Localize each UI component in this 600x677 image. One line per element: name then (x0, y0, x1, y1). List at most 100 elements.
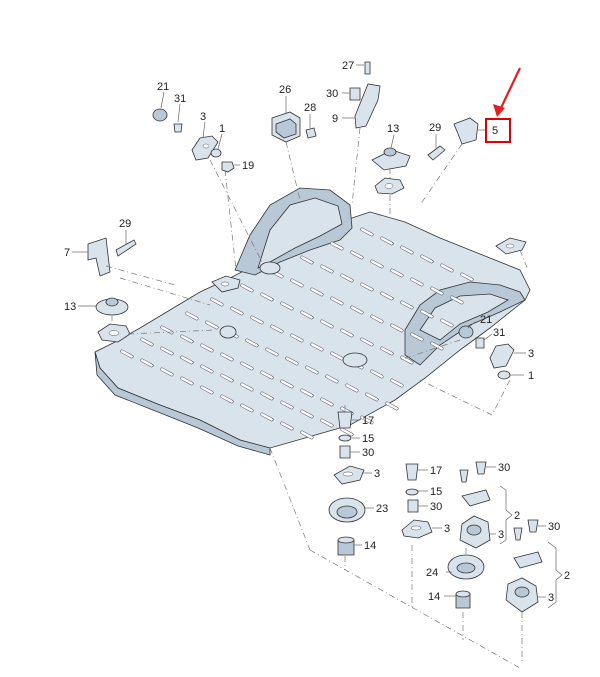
panel-slot (280, 421, 294, 431)
panel-slot (245, 338, 259, 348)
panel-slot (350, 305, 364, 315)
panel-slot (300, 388, 314, 398)
panel-slot (200, 385, 214, 395)
panel-slot (160, 346, 174, 356)
panel-slot (205, 320, 219, 330)
panel-slot (430, 341, 444, 351)
callout-17: 17 (362, 415, 374, 427)
panel-slot (430, 286, 444, 296)
panel-slot (330, 296, 344, 306)
panel-slot (300, 255, 314, 265)
callout-7: 7 (64, 247, 70, 259)
callout-15-b: 15 (430, 486, 442, 498)
panel-slot (440, 318, 454, 328)
screw-30-d (407, 499, 419, 513)
callout-19: 19 (242, 160, 254, 172)
panel-slot (420, 309, 434, 319)
panel-slot (310, 287, 324, 297)
panel-slot (320, 264, 334, 274)
rubber-buffer-right (458, 325, 474, 339)
floor-boss (219, 325, 237, 339)
panel-slot (380, 291, 394, 301)
panel-slot (270, 324, 284, 334)
panel-slot (360, 227, 374, 237)
bracket-5 (453, 117, 479, 145)
panel-slot (300, 409, 314, 419)
screw-27 (364, 61, 371, 75)
floor-mount (342, 352, 368, 368)
bracket-2b (513, 551, 543, 569)
panel-slot (320, 418, 334, 428)
callout-29-left: 29 (119, 218, 131, 230)
screw-b (513, 527, 523, 541)
callout-3-c: 3 (374, 468, 380, 480)
red-arrowhead-icon (493, 104, 505, 117)
screw-head (173, 123, 183, 133)
screw-31-right (475, 337, 485, 349)
panel-slot (400, 355, 414, 365)
panel-slot (200, 364, 214, 374)
callout-30-e: 30 (548, 521, 560, 533)
panel-slot (345, 383, 359, 393)
rubber-buffer (152, 108, 168, 122)
callout-3: 3 (200, 111, 206, 123)
washer-15 (338, 434, 352, 442)
panel-slot (370, 259, 384, 269)
screw-17-b (405, 463, 419, 481)
panel-slot (180, 376, 194, 386)
panel-slot (320, 319, 334, 329)
callout-24: 24 (426, 567, 438, 579)
panel-slot (260, 412, 274, 422)
parts-right (458, 237, 527, 380)
bracket-3-right (489, 343, 515, 369)
callout-30: 30 (326, 88, 338, 100)
callout-3-e: 3 (498, 529, 504, 541)
callout-31-right: 31 (493, 327, 505, 339)
callout-23: 23 (376, 503, 388, 515)
panel-slot (240, 361, 254, 371)
callout-13-left: 13 (64, 301, 76, 313)
callout-30-d: 30 (430, 501, 442, 513)
highlight-box (485, 118, 511, 143)
panel-slot (140, 337, 154, 347)
leader-lines (72, 64, 563, 669)
panel-slot (330, 241, 344, 251)
panel-slot (210, 297, 224, 307)
panel-slot (390, 323, 404, 333)
panel-slot (290, 278, 304, 288)
panel-slots (120, 227, 474, 440)
underbody-panel (94, 187, 531, 456)
floor-mount-left (259, 261, 281, 275)
panel-slot (260, 370, 274, 380)
callout-30-b: 30 (362, 447, 374, 459)
red-arrow-icon (499, 67, 521, 111)
washer-1-right (497, 370, 511, 380)
panel-slot (360, 337, 374, 347)
panel-slot (340, 328, 354, 338)
panel-slot (310, 342, 324, 352)
callout-17-b: 17 (430, 465, 442, 477)
callout-29: 29 (429, 122, 441, 134)
parts-left (87, 237, 241, 343)
callout-2-b: 2 (564, 570, 570, 582)
callout-27: 27 (342, 60, 354, 72)
screw-29-left (115, 239, 137, 257)
panel-slot (240, 382, 254, 392)
washer-1 (210, 148, 222, 158)
panel-slot (385, 401, 399, 411)
panel-slot (400, 245, 414, 255)
callout-26: 26 (279, 84, 291, 96)
callout-14: 14 (364, 540, 376, 552)
callout-9: 9 (332, 113, 338, 125)
panel-slot (220, 352, 234, 362)
screw-30-c (475, 461, 487, 475)
panel-slot (120, 349, 134, 359)
panel-slot (320, 397, 334, 407)
panel-slot (370, 369, 384, 379)
bracket-7 (87, 237, 111, 277)
panel-slot (285, 356, 299, 366)
screw-30-b (339, 445, 351, 459)
panel-slot (325, 374, 339, 384)
panel-slot (380, 346, 394, 356)
